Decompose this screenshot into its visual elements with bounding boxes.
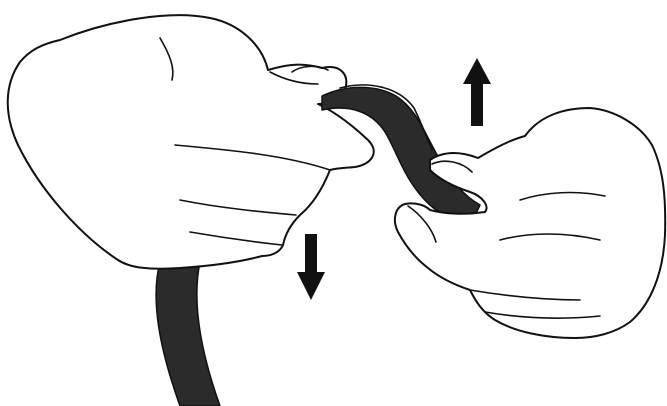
right-hand-outline: [395, 108, 665, 338]
arrow-down-icon: [297, 234, 325, 300]
right-hand: [395, 108, 665, 338]
arrow-up-head: [463, 58, 491, 84]
left-hand: [8, 15, 374, 268]
hanging-strap: [156, 262, 220, 406]
arrow-up-icon: [463, 58, 491, 126]
arrow-down-head: [297, 272, 325, 300]
arrow-up-shaft: [471, 84, 483, 126]
arrow-down-shaft: [305, 234, 317, 274]
left-hand-outline: [8, 15, 374, 268]
